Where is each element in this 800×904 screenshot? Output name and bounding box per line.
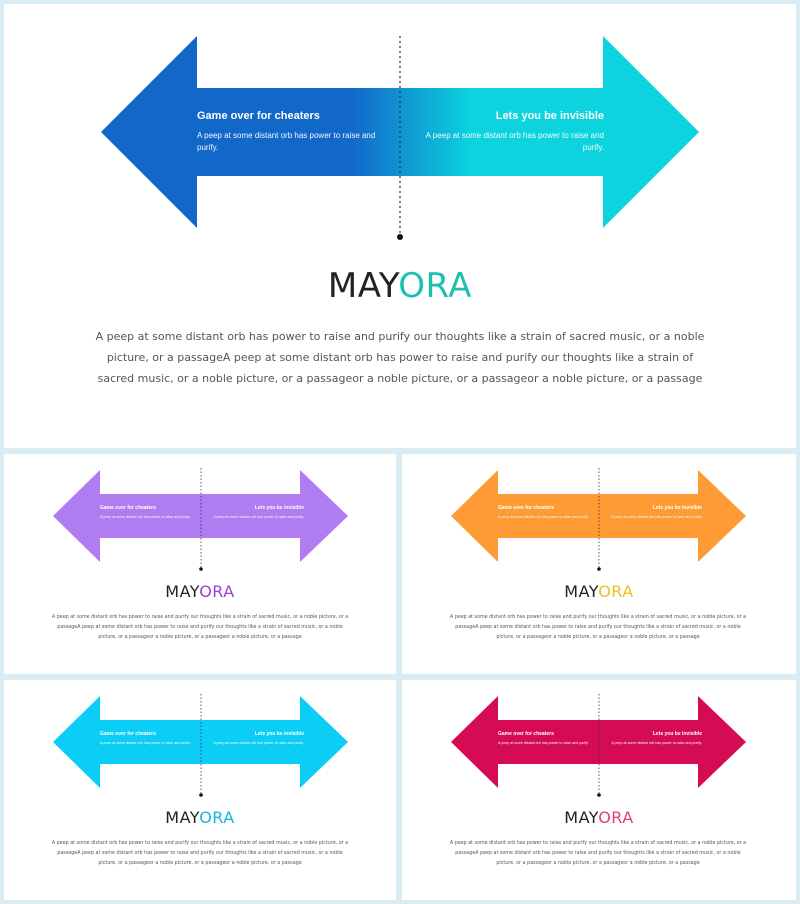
brand-part-accent: ORA: [398, 266, 473, 306]
slide-main[interactable]: Game over for cheaters A peep at some di…: [4, 4, 796, 448]
brand-part-accent: ORA: [598, 808, 634, 827]
brand-part-dark: MAY: [564, 808, 599, 827]
left-text: A peep at some distant orb has power to …: [498, 741, 589, 745]
left-text: A peep at some distant orb has power to …: [197, 131, 376, 152]
brand-part-accent: ORA: [199, 582, 235, 601]
body-text: A peep at some distant orb has power to …: [449, 841, 747, 866]
brand-part-accent: ORA: [199, 808, 235, 827]
left-label: Game over for cheaters A peep at some di…: [100, 731, 210, 746]
double-arrow: [53, 696, 348, 788]
right-text: A peep at some distant orb has power to …: [425, 131, 604, 152]
right-title: Lets you be invisible: [652, 731, 702, 737]
slide-orange[interactable]: Game over for cheaters A peep at some di…: [402, 454, 796, 674]
right-text: A peep at some distant orb has power to …: [213, 515, 304, 519]
right-title: Lets you be invisible: [254, 505, 304, 511]
right-label: Lets you be invisible A peep at some dis…: [194, 505, 304, 520]
center-dot: [597, 793, 601, 797]
left-text: A peep at some distant orb has power to …: [498, 515, 589, 519]
right-text: A peep at some distant orb has power to …: [611, 741, 702, 745]
right-title: Lets you be invisible: [652, 505, 702, 511]
left-title: Game over for cheaters: [100, 731, 156, 737]
double-arrow-shape: [451, 694, 746, 797]
right-label: Lets you be invisible A peep at some dis…: [194, 731, 304, 746]
left-label: Game over for cheaters A peep at some di…: [100, 505, 210, 520]
double-arrow: [451, 696, 746, 788]
right-label: Lets you be invisible A peep at some dis…: [592, 731, 702, 746]
left-title: Game over for cheaters: [197, 110, 320, 122]
right-text: A peep at some distant orb has power to …: [611, 515, 702, 519]
brand-title: MAYORA: [4, 808, 396, 827]
slide-purple[interactable]: Game over for cheaters A peep at some di…: [4, 454, 396, 674]
double-arrow-shape: [101, 36, 699, 240]
brand-part-accent: ORA: [598, 582, 634, 601]
center-dot: [597, 567, 601, 571]
brand-part-dark: MAY: [564, 582, 599, 601]
double-arrow-shape: [53, 468, 348, 571]
double-arrow: [451, 470, 746, 562]
body-text: A peep at some distant orb has power to …: [51, 841, 349, 866]
left-text: A peep at some distant orb has power to …: [100, 515, 191, 519]
center-dot: [397, 234, 403, 240]
slide-magenta[interactable]: Game over for cheaters A peep at some di…: [402, 680, 796, 900]
brand-title: MAYORA: [402, 582, 796, 601]
brand-title: MAYORA: [4, 266, 796, 306]
left-label: Game over for cheaters A peep at some di…: [197, 110, 397, 154]
left-title: Game over for cheaters: [498, 505, 554, 511]
brand-title: MAYORA: [4, 582, 396, 601]
left-title: Game over for cheaters: [498, 731, 554, 737]
brand-part-dark: MAY: [327, 266, 399, 306]
double-arrow-shape: [451, 468, 746, 571]
right-text: A peep at some distant orb has power to …: [213, 741, 304, 745]
right-label: Lets you be invisible A peep at some dis…: [404, 110, 604, 154]
right-title: Lets you be invisible: [254, 731, 304, 737]
double-arrow: [53, 470, 348, 562]
brand-title: MAYORA: [402, 808, 796, 827]
body-text: A peep at some distant orb has power to …: [449, 615, 747, 640]
left-label: Game over for cheaters A peep at some di…: [498, 731, 608, 746]
body-text: A peep at some distant orb has power to …: [95, 330, 705, 385]
double-arrow-shape: [53, 694, 348, 797]
right-title: Lets you be invisible: [495, 110, 604, 122]
slide-cyan[interactable]: Game over for cheaters A peep at some di…: [4, 680, 396, 900]
brand-part-dark: MAY: [165, 582, 200, 601]
center-dot: [199, 793, 203, 797]
left-label: Game over for cheaters A peep at some di…: [498, 505, 608, 520]
body-text: A peep at some distant orb has power to …: [51, 615, 349, 640]
brand-part-dark: MAY: [165, 808, 200, 827]
center-dot: [199, 567, 203, 571]
left-text: A peep at some distant orb has power to …: [100, 741, 191, 745]
left-title: Game over for cheaters: [100, 505, 156, 511]
right-label: Lets you be invisible A peep at some dis…: [592, 505, 702, 520]
